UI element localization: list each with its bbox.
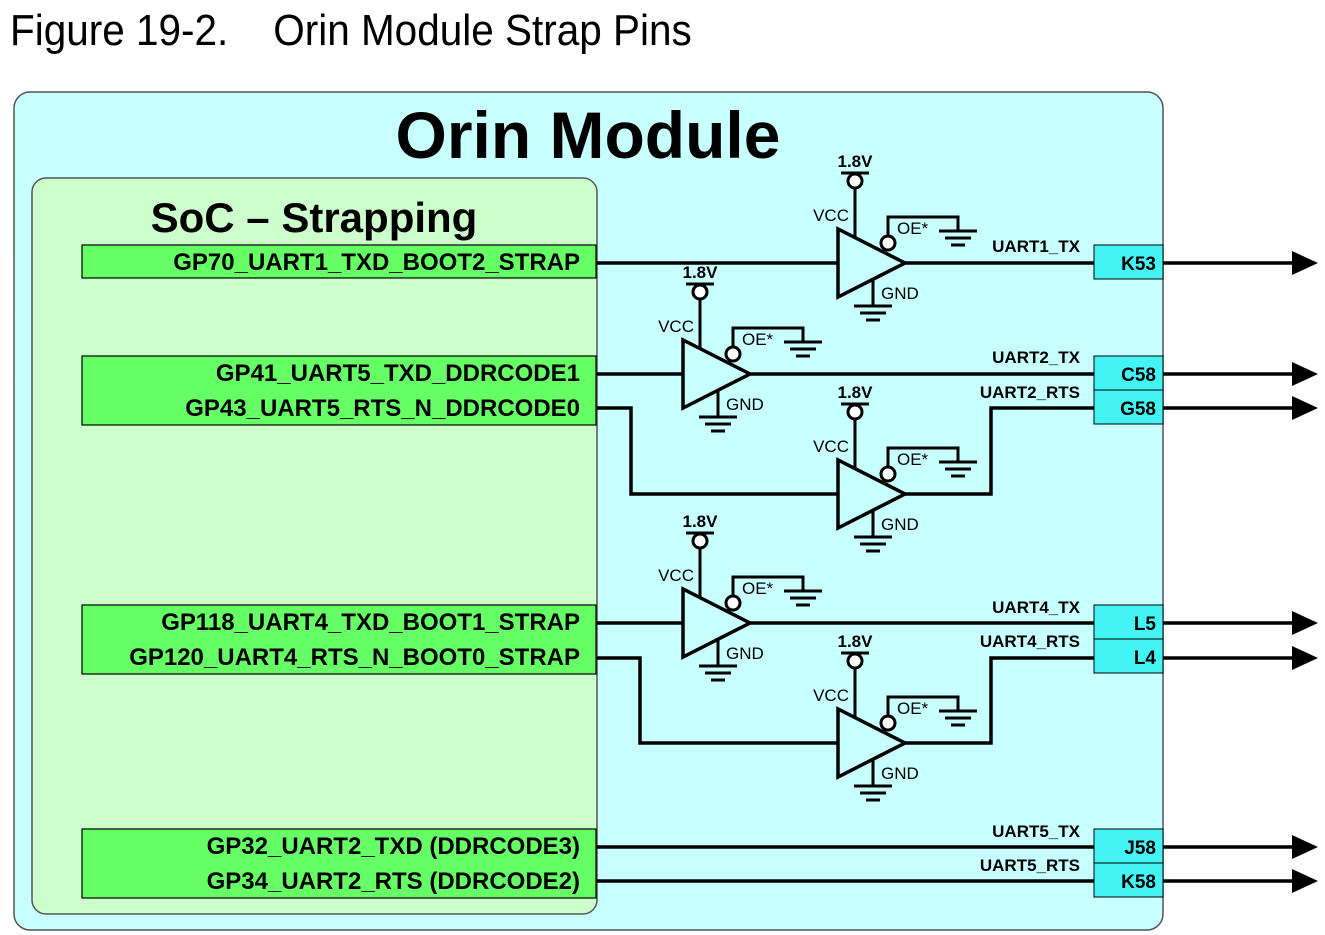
arrow-right-icon [1292,396,1318,420]
pin-label: K53 [1121,254,1156,275]
pin-label: K58 [1121,872,1156,893]
net-label: UART1_TX [992,237,1081,256]
net-label: UART2_RTS [980,383,1080,402]
wire [597,406,838,496]
buffer-3: 1.8V VCC OE* GND [813,383,977,553]
net-label: UART2_TX [992,348,1081,367]
buffer-5: 1.8V VCC OE* GND [813,632,977,802]
orin-module-title: Orin Module [396,98,781,172]
supply-circle-icon [846,652,864,670]
buffer-1: 1.8V VCC OE* GND [813,152,977,322]
signal-group-box [81,604,597,675]
oe-line [731,575,805,596]
signal-label: GP70_UART1_TXD_BOOT2_STRAP [173,249,580,276]
arrow-right-icon [1292,611,1318,635]
gnd-label: GND [726,644,764,663]
pin-label: C58 [1121,365,1156,386]
signal-label: GP118_UART4_TXD_BOOT1_STRAP [161,609,580,636]
supply-label: 1.8V [838,383,874,402]
net-label: UART4_TX [992,598,1081,617]
pin-box [1093,244,1164,280]
arrow-right-icon [1292,835,1318,859]
oe-line [886,215,960,236]
net-label: UART5_TX [992,822,1081,841]
oe-bubble-icon [879,465,897,483]
supply-label: 1.8V [838,152,874,171]
oe-bubble-icon [879,714,897,732]
oe-line [731,326,805,347]
supply-label: 1.8V [683,512,719,531]
pin-box [1093,638,1164,674]
wire [905,406,1095,496]
supply-label: 1.8V [838,632,874,651]
arrow-right-icon [1292,869,1318,893]
vcc-label: VCC [813,206,849,225]
pin-label: J58 [1124,838,1156,859]
wire [905,656,1095,745]
oe-label: OE* [897,219,929,238]
vcc-label: VCC [813,437,849,456]
gnd-label: GND [881,764,919,783]
oe-label: OE* [897,699,929,718]
net-label: UART5_RTS [980,856,1080,875]
oe-label: OE* [897,450,929,469]
signal-group-box [81,355,597,426]
arrow-right-icon [1292,646,1318,670]
signal-label: GP34_UART2_RTS (DDRCODE2) [207,868,580,895]
pin-label: G58 [1120,399,1156,420]
oe-line [886,695,960,716]
signal-label: GP32_UART2_TXD (DDRCODE3) [207,833,580,860]
gnd-label: GND [726,395,764,414]
supply-circle-icon [846,172,864,190]
pin-label: L4 [1134,648,1157,669]
soc-strapping-box [31,177,598,915]
supply-label: 1.8V [683,263,719,282]
oe-label: OE* [742,330,774,349]
oe-bubble-icon [724,594,742,612]
signal-label: GP43_UART5_RTS_N_DDRCODE0 [185,395,580,422]
arrow-right-icon [1292,362,1318,386]
oe-label: OE* [742,579,774,598]
signal-label: GP41_UART5_TXD_DDRCODE1 [216,360,580,387]
arrow-right-icon [1292,251,1318,275]
supply-circle-icon [691,283,709,301]
soc-strapping-title: SoC – Strapping [151,194,478,241]
figure-title: Figure 19-2. Orin Module Strap Pins [10,6,692,55]
signal-group-box [81,828,597,899]
oe-line [886,446,960,467]
gnd-label: GND [881,284,919,303]
buffer-2: 1.8V VCC OE* GND [658,263,822,433]
oe-bubble-icon [724,345,742,363]
net-label: UART4_RTS [980,632,1080,651]
signal-group-box [81,244,597,279]
vcc-label: VCC [658,317,694,336]
buffer-4: 1.8V VCC OE* GND [658,512,822,682]
supply-circle-icon [691,532,709,550]
vcc-label: VCC [658,566,694,585]
pin-label: L5 [1134,614,1157,635]
vcc-label: VCC [813,686,849,705]
oe-bubble-icon [879,234,897,252]
pin-box [1093,862,1164,898]
wire [597,656,838,745]
supply-circle-icon [846,403,864,421]
signal-label: GP120_UART4_RTS_N_BOOT0_STRAP [129,644,580,671]
gnd-label: GND [881,515,919,534]
